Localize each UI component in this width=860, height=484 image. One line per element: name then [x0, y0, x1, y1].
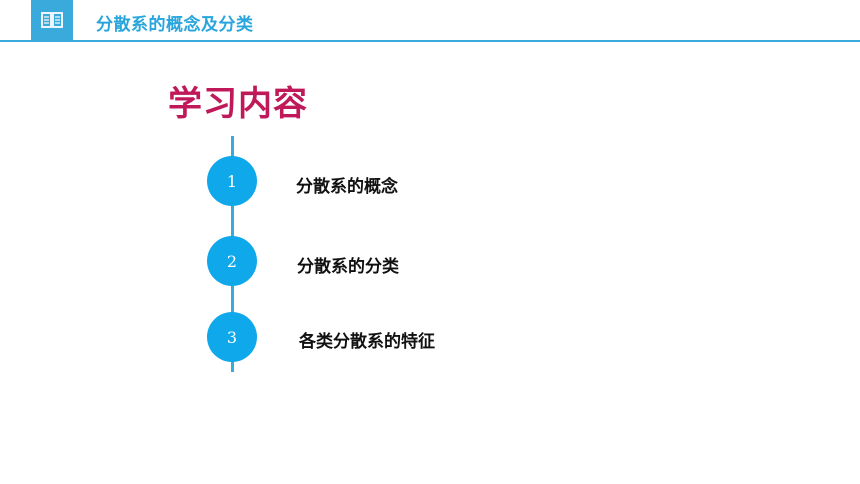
header-icon-box [31, 0, 73, 40]
step-label-2[interactable]: 分散系的分类 [297, 257, 399, 277]
step-label-1[interactable]: 分散系的概念 [296, 177, 398, 197]
step-number-1: 1 [207, 156, 257, 206]
header-divider [0, 40, 860, 42]
step-number-3: 3 [207, 312, 257, 362]
step-number-2: 2 [207, 236, 257, 286]
section-title: 学习内容 [168, 84, 308, 124]
book-icon [41, 12, 63, 28]
header-title: 分散系的概念及分类 [96, 15, 254, 35]
step-label-3[interactable]: 各类分散系的特征 [299, 332, 435, 352]
